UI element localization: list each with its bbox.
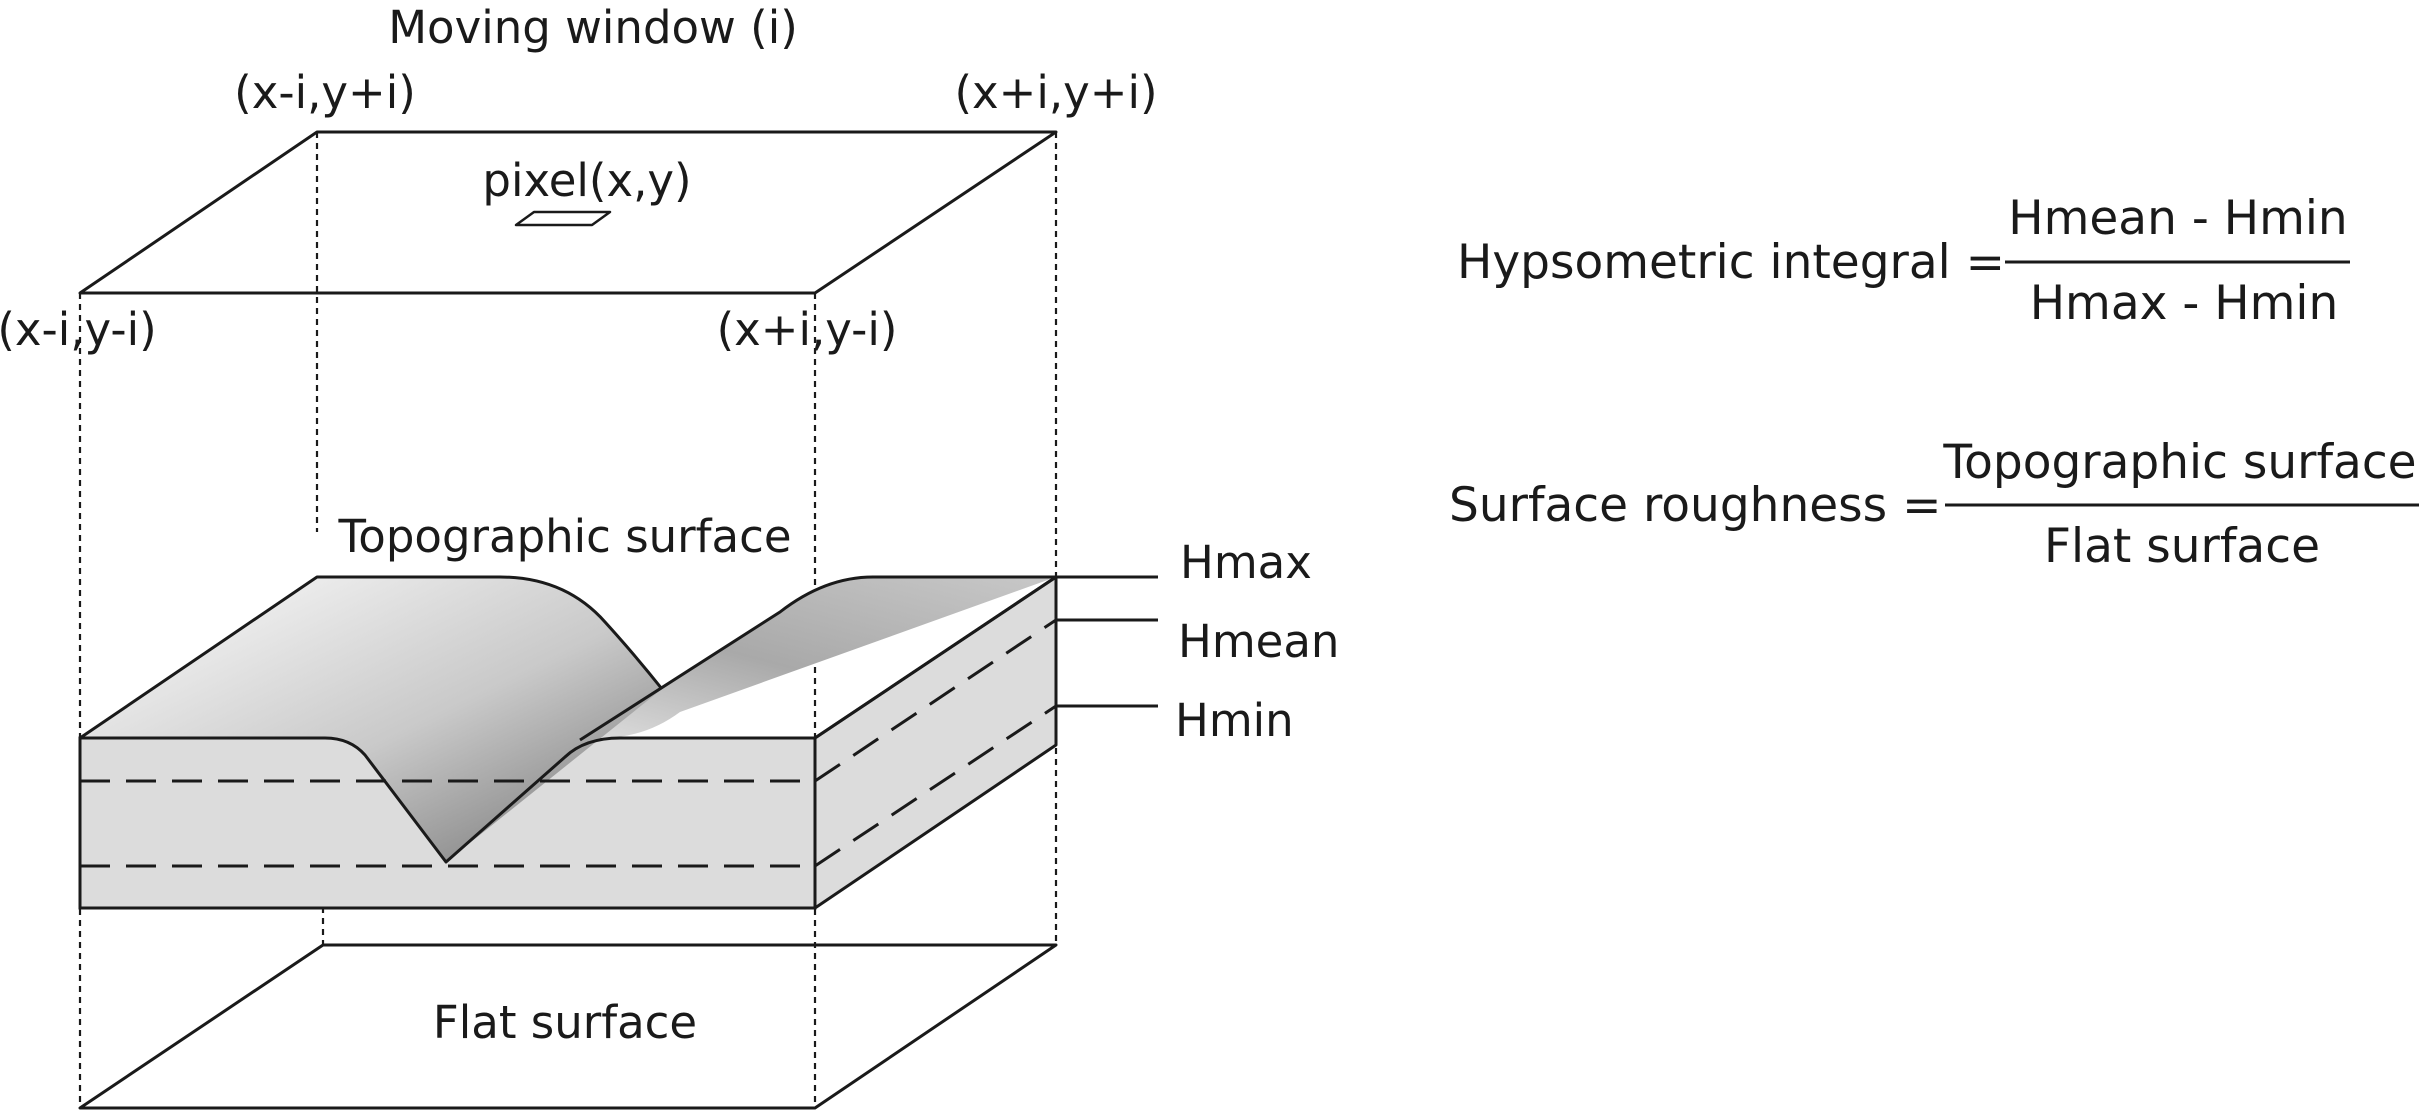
hmean-label: Hmean (1178, 615, 1339, 668)
roughness-numerator: Topographic surface (1942, 435, 2416, 490)
topographic-surface-label: Topographic surface (337, 510, 791, 563)
roughness-lhs: Surface roughness = (1449, 478, 1941, 533)
surface-left-outline (79, 575, 664, 740)
hypsometric-integral-equation: Hypsometric integral = Hmean - Hmin Hmax… (1457, 191, 2350, 331)
corner-label-bottom-right: (x+i,y-i) (717, 303, 898, 356)
corner-label-top-right: (x+i,y+i) (954, 66, 1157, 119)
hmin-level-side (814, 704, 1057, 868)
hmax-label: Hmax (1180, 536, 1312, 589)
surface-right-valley-wall-edge (579, 575, 1056, 742)
topographic-surface-left-slope (80, 577, 662, 862)
hmean-level-side (814, 618, 1057, 783)
hmin-label: Hmin (1175, 694, 1294, 747)
hypsometric-denominator: Hmax - Hmin (2030, 276, 2339, 331)
flat-surface-label: Flat surface (433, 996, 697, 1049)
flat-surface-plane (78, 943, 1058, 1110)
surface-valley-front-edge (80, 736, 815, 864)
pixel-label: pixel(x,y) (482, 154, 691, 207)
corner-label-bottom-left: (x-i,y-i) (0, 303, 157, 356)
pixel-cell (514, 210, 612, 227)
hypsometric-lhs: Hypsometric integral = (1457, 235, 2005, 290)
corner-label-top-left: (x-i,y+i) (234, 66, 416, 119)
topographic-surface-right-wall (446, 577, 1056, 738)
surface-right-edge (814, 575, 1057, 740)
roughness-denominator: Flat surface (2044, 519, 2320, 574)
window-title: Moving window (i) (388, 1, 798, 54)
surface-roughness-equation: Surface roughness = Topographic surface … (1449, 435, 2419, 574)
hypsometric-numerator: Hmean - Hmin (2008, 191, 2347, 246)
